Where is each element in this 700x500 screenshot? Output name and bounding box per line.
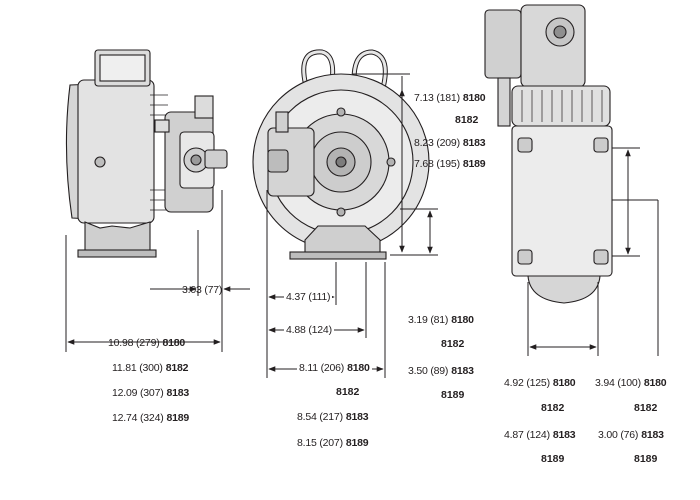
dim-bottom-width-8180: 4.92 (125)8180 — [504, 377, 576, 389]
dim-front-height-8189: 7.68 (195)8189 — [414, 158, 486, 170]
dim-bottom-width-8189-model: 8189 — [541, 453, 565, 465]
side-view-pump — [65, 49, 228, 258]
dim-bottom-height-8182-model: 8182 — [634, 402, 658, 414]
dim-front-height-8183: 8.23 (209)8183 — [414, 137, 486, 149]
dim-side-overall-8189: 12.74 (324)8189 — [112, 412, 190, 424]
dim-bottom-width-8183: 4.87 (124)8183 — [504, 429, 576, 441]
dim-front-base-a: 4.37 (111) — [284, 291, 333, 303]
dim-front-width-8180: 8.11 (206)8180 — [297, 362, 372, 374]
dim-front-base-b: 4.88 (124) — [284, 324, 334, 336]
dim-side-overall-8180: 10.98 (279)8180 — [108, 337, 186, 349]
dim-bottom-width-8182-model: 8182 — [541, 402, 565, 414]
dim-side-overall-8182: 11.81 (300)8182 — [112, 362, 189, 374]
dim-side-overall-8183: 12.09 (307)8183 — [112, 387, 190, 399]
front-view-pump — [252, 49, 430, 260]
dimension-lines — [65, 73, 659, 378]
bottom-view-pump — [484, 4, 613, 304]
dim-bottom-height-8183: 3.00 (76)8183 — [598, 429, 664, 441]
dim-front-shaft-8180: 3.19 (81)8180 — [408, 314, 474, 326]
dim-front-width-8183: 8.54 (217)8183 — [297, 411, 369, 423]
dim-bottom-height-8189-model: 8189 — [634, 453, 658, 465]
dim-front-height-8182-model: 8182 — [455, 114, 479, 126]
dim-front-shaft-8183: 3.50 (89)8183 — [408, 365, 474, 377]
dim-side-port-offset: 3.03 (77) — [182, 284, 223, 296]
dim-front-width-8182-model: 8182 — [336, 386, 360, 398]
dim-front-shaft-8182-model: 8182 — [441, 338, 465, 350]
dim-front-height-8180: 7.13 (181)8180 — [414, 92, 486, 104]
dim-front-width-8189: 8.15 (207)8189 — [297, 437, 369, 449]
dim-front-shaft-8189-model: 8189 — [441, 389, 465, 401]
dim-bottom-height-8180: 3.94 (100)8180 — [595, 377, 667, 389]
